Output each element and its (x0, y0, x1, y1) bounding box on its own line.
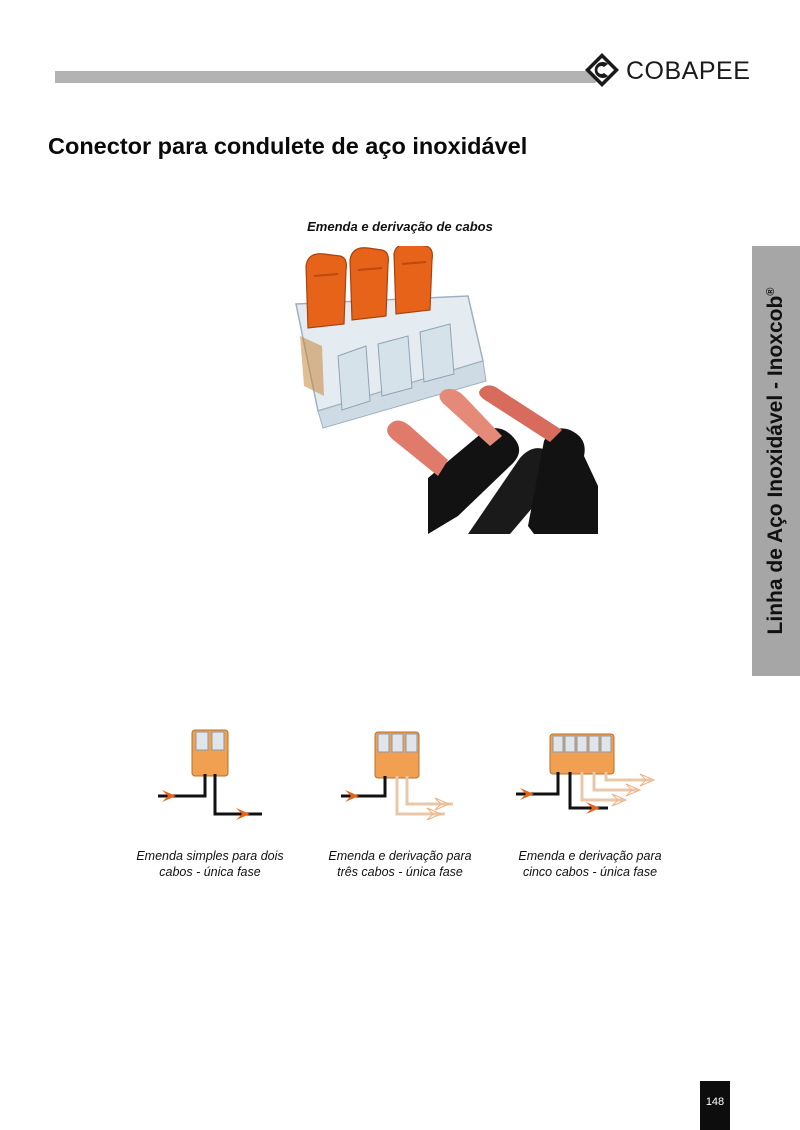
cobapee-logo-icon (585, 53, 619, 87)
header-bar (55, 71, 609, 83)
page-title: Conector para condulete de aço inoxidáve… (48, 133, 528, 159)
side-tab: Linha de Aço Inoxidável - Inoxcob® (752, 246, 800, 676)
page-number: 148 (705, 1096, 725, 1108)
diagram-five-cables (512, 722, 702, 832)
registered-mark: ® (765, 287, 777, 296)
connector-photo (278, 243, 598, 534)
diagram-two-cables (150, 722, 340, 832)
diagram-three-cables (335, 722, 525, 832)
brand-name: COBAPEE (626, 57, 751, 85)
hero-caption: Emenda e derivação de cabos (307, 219, 493, 234)
side-tab-label: Linha de Aço Inoxidável - Inoxcob® (764, 287, 787, 635)
page-number-box: 148 (700, 1081, 730, 1130)
brand-logo: COBAPEE (584, 52, 754, 88)
